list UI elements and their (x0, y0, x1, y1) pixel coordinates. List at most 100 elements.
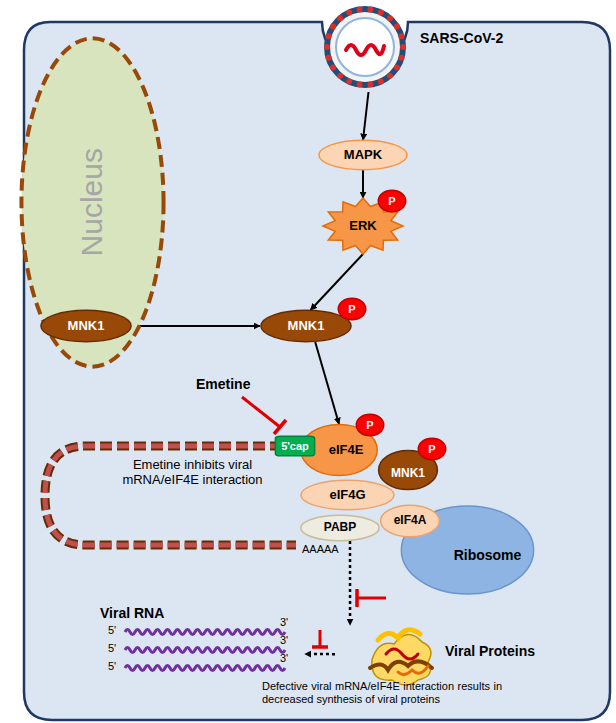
protein-shape: P (378, 190, 406, 212)
spike-protein (326, 55, 332, 61)
protein-strand (378, 630, 420, 640)
viral-rna-strands (125, 630, 285, 671)
spike-protein (387, 73, 393, 79)
mrna-loop-core (45, 446, 296, 545)
protein-shape: PABP (300, 515, 380, 541)
node-shape (275, 436, 314, 456)
spike-protein (378, 79, 384, 85)
strand-end: 5' (108, 660, 116, 673)
virus-genome (346, 45, 384, 55)
spike-protein (330, 65, 336, 71)
spike-protein (324, 44, 330, 50)
protein-shape: eIF4A (380, 505, 440, 537)
node-label: MNK1 (391, 467, 425, 481)
node-label: P (388, 195, 395, 208)
strand-end: 3' (280, 616, 288, 629)
signal-arrow (132, 325, 260, 327)
spike-protein (337, 15, 343, 21)
node-label: eIF4A (394, 514, 427, 528)
node-label: MNK1 (68, 319, 105, 334)
spike-protein (367, 82, 373, 88)
kinase-star: ERK P (323, 198, 403, 254)
node-label: SARS-CoV-2 (420, 30, 503, 46)
node-label: MAPK (344, 148, 382, 163)
node-shape (319, 140, 407, 169)
node-shape (418, 438, 445, 460)
protein-shape: P (418, 438, 446, 460)
inhibitor-bar (274, 420, 286, 434)
signal-arrow (362, 170, 364, 198)
signal-arrow (305, 653, 335, 656)
spike-protein (326, 33, 332, 39)
protein-shape: P (338, 298, 366, 320)
labelled-figure: SARS-CoV-2 (320, 0, 514, 92)
strand-end: 5' (108, 642, 116, 655)
protein-shape: eIF4G (300, 480, 395, 510)
protein-shape: P (356, 414, 384, 436)
viral-protein-icon (370, 630, 432, 685)
spike-protein (387, 15, 393, 21)
spike-protein (394, 23, 400, 29)
spike-protein (398, 33, 404, 39)
node-label: eIF4G (329, 488, 365, 503)
virus-particle (324, 6, 406, 87)
node-label: PABP (324, 521, 356, 535)
protein-shape: MNK1P (378, 450, 438, 490)
protein-shape: MNK1 (40, 310, 132, 342)
node-shape (261, 310, 351, 341)
node-label: Viral RNA (100, 605, 164, 621)
node-shape (338, 298, 365, 320)
node-shape (41, 310, 131, 341)
rna-strand (125, 666, 285, 671)
inhibitor-line (357, 597, 386, 600)
spike-protein (394, 65, 400, 71)
node-label: P (366, 419, 373, 432)
signal-arrow (363, 92, 369, 140)
protein-strand (386, 649, 418, 659)
spike-protein (357, 82, 363, 88)
mrna-loop-outline (45, 446, 296, 545)
rna-strand (125, 630, 285, 635)
signal-arrow (349, 541, 352, 625)
node-shape (356, 414, 383, 436)
node-shape (401, 506, 533, 594)
node-shape (381, 505, 440, 536)
protein-shape: MNK1P (260, 310, 352, 342)
strand-end: 3' (280, 652, 288, 665)
node-shape (21, 38, 163, 366)
inhibitor-marks (242, 397, 386, 647)
node-shape (301, 480, 394, 509)
virus-envelope (327, 9, 403, 85)
node-label: P (428, 443, 435, 456)
note-text: Emetine (196, 376, 250, 392)
spike-protein (330, 23, 336, 29)
labelled-figure: Viral Proteins (335, 625, 550, 678)
rna-strand (125, 648, 285, 653)
strand-end: 5' (108, 624, 116, 637)
spike-protein (400, 44, 406, 50)
spike-protein (346, 9, 352, 15)
protein-shape: MAPK (318, 140, 408, 170)
note-text: Emetine inhibits viral mRNA/eIF4E intera… (110, 458, 275, 488)
node-label: Ribosome (454, 547, 522, 563)
note-text: AAAAA (302, 543, 339, 556)
node-label: eIF4E (329, 443, 364, 458)
node-label: Viral Proteins (445, 643, 535, 659)
inhibitor-bar (355, 589, 359, 607)
spike-protein (398, 55, 404, 61)
node-label: ERK (349, 219, 376, 234)
protein-strand (398, 666, 428, 675)
spike-protein (357, 6, 363, 12)
signal-arrow (315, 342, 339, 424)
spike-protein (346, 79, 352, 85)
protein-strand (370, 661, 432, 670)
inhibitor-line (242, 397, 280, 427)
node-shape (378, 190, 405, 212)
strand-end: 3' (280, 634, 288, 647)
protein-shape: 5'cap (275, 436, 315, 456)
mrna-loop (45, 446, 296, 545)
node-label: MNK1 (288, 319, 325, 334)
spike-protein (367, 6, 373, 12)
inhibitor-line (319, 630, 322, 647)
spike-protein (378, 9, 384, 15)
